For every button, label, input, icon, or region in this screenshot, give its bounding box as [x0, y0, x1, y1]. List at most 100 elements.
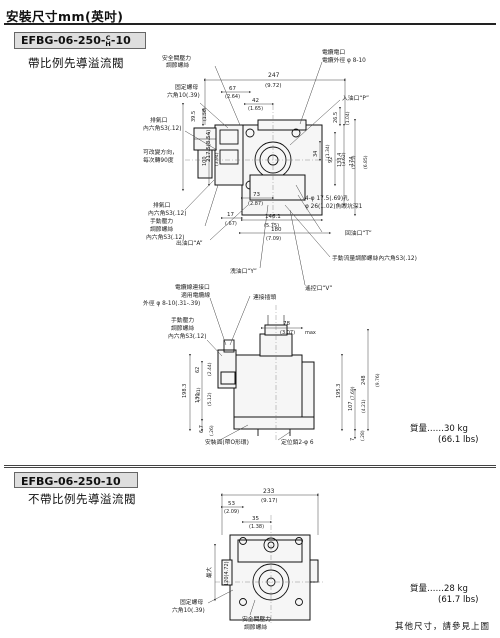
- callout-manual-b: 手動壓力: [171, 316, 194, 324]
- dim-62-in: (2.44): [207, 362, 213, 376]
- section2-weight-line1: 質量……28 kg: [410, 584, 468, 594]
- callout-manual-b-2: 調節螺絲: [171, 324, 194, 332]
- callout-manual-2: 調節螺絲: [150, 225, 173, 233]
- dim-247: 247: [268, 72, 280, 79]
- callout-fixing-nut-2: 六角10(.39): [167, 91, 200, 99]
- page-title: 安裝尺寸mm(英吋): [6, 9, 124, 24]
- dim-233-in: (9.17): [261, 498, 278, 504]
- callout-fixing-nut: 固定螺母: [175, 83, 198, 91]
- footer-note: 其他尺寸，請參見上圖: [394, 622, 490, 632]
- section2-drawing: 233 (9.17) 53 (2.09) 35 (1.38) 最大 120(4.…: [172, 488, 325, 631]
- callout-safety-valve: 安全閥壓力: [162, 54, 191, 62]
- section1-model-prefix: EFBG-06-250-: [21, 34, 106, 47]
- section2-model-label: EFBG-06-250-10: [14, 472, 138, 488]
- dim-133-4: 133.4: [337, 153, 343, 167]
- callout-fixing-nut2-2: 六角10(.39): [172, 606, 205, 614]
- dim-248-in: (9.76): [375, 373, 381, 387]
- dim-180: 180: [271, 227, 282, 233]
- dim-39-5-in: (1.56): [202, 107, 208, 121]
- dim-130: 130: [195, 393, 201, 403]
- callout-bolt-2: φ 26(1.02)魚眼坑深1: [305, 202, 363, 210]
- dim-max: max: [305, 330, 316, 336]
- callout-bolt: 4-φ 17.5(.69)孔: [305, 194, 349, 202]
- dim-67: 67: [229, 86, 236, 92]
- dim-100: 100: [202, 156, 208, 166]
- dim-130-in: (5.12): [207, 392, 213, 406]
- dim-34-in: (1.34): [325, 144, 331, 158]
- section1-weight: 質量……30 kg (66.1 lbs): [410, 424, 478, 446]
- dim-42: 42: [252, 98, 259, 104]
- dim-92: 92: [328, 157, 334, 163]
- callout-return-t: 回油口“T”: [345, 229, 372, 237]
- callout-vent: 排氣口: [150, 116, 168, 124]
- callout-elec-port-2: 電纜外徑 φ 8-10: [322, 56, 366, 64]
- callout-conn-2: 適用電纜線: [181, 291, 210, 299]
- dim-35-in: (1.38): [249, 524, 264, 530]
- dim-248: 248: [361, 375, 367, 385]
- dim-107-in: (4.21): [361, 399, 367, 413]
- side-view-drawing: 78 (3.07) max 198.3 (7.81) 62 (2.44) 130…: [143, 283, 381, 446]
- callout-max-2: 120(4.72): [224, 561, 230, 586]
- bolt-hole: [245, 128, 255, 138]
- dim-53-in: (2.09): [224, 509, 239, 515]
- dim-67-in: (2.64): [225, 94, 240, 100]
- callout-vent-b: 排氣口: [153, 201, 171, 209]
- callout-vent-2: 內六角S3(.12): [143, 124, 182, 132]
- section2-weight: 質量……28 kg (61.7 lbs): [410, 584, 478, 606]
- callout-max: 最大: [205, 566, 213, 578]
- bolt-hole-s2: [239, 537, 247, 545]
- callout-safety-valve-2: 調節螺絲: [166, 61, 189, 69]
- callout-manual-3: 內六角S3(.12): [146, 233, 185, 241]
- callout-rotate-2: 每次轉90度: [143, 156, 174, 164]
- callout-drain-y: 洩油口“Y”: [230, 267, 257, 275]
- bolt-hole-s2: [239, 598, 247, 606]
- dim-73: 73: [253, 192, 260, 198]
- callout-conn-3: 外徑 φ 8-10(.31-.39): [143, 299, 200, 307]
- dim-100-in: (3.94): [214, 152, 220, 166]
- bolt-hole-s2: [295, 598, 303, 606]
- dim-198-3-in: (7.81): [196, 387, 202, 401]
- callout-manual-flow: 手動流量調節螺絲內六角S3(.12): [332, 254, 417, 262]
- callout-manual: 手動壓力: [150, 217, 173, 225]
- section2-weight-line2: (61.7 lbs): [438, 595, 479, 605]
- callout-inlet-p: 入油口“P”: [342, 94, 369, 102]
- dim-78: 78: [283, 321, 290, 327]
- section1-model-stack-bottom: H: [105, 40, 111, 48]
- section1-subtitle: 帶比例先導溢流閥: [28, 56, 124, 70]
- bolt-hole-s2: [295, 537, 303, 545]
- dim-6-7-in: (.26): [209, 425, 215, 436]
- dim-174-in: (6.85): [363, 155, 369, 169]
- callout-fixing-nut2: 固定螺母: [180, 598, 203, 606]
- dim-17: 17: [227, 212, 234, 218]
- dim-195-3-in: (7.69): [350, 386, 356, 400]
- dim-78-in: (3.07): [280, 330, 295, 336]
- dim-39-5: 39.5: [191, 111, 197, 122]
- section1-weight-line1: 質量……30 kg: [410, 424, 468, 434]
- top-view-drawing: 247 (9.72) 67 (2.64) 42 (1.65) 217.5(8.5…: [143, 48, 417, 292]
- callout-conn: 電纜線連接口: [175, 283, 210, 291]
- dim-146-1: 146.1: [265, 214, 281, 220]
- callout-safety2-2: 調節螺絲: [244, 623, 267, 631]
- dim-233: 233: [263, 488, 275, 495]
- callout-jumper: 連接插頭: [253, 293, 276, 301]
- dim-180-in: (7.09): [266, 236, 281, 242]
- dim-7: 7: [350, 438, 356, 441]
- dim-7-in: (.28): [360, 430, 366, 441]
- callout-rotate: 可改變方向，: [143, 148, 178, 156]
- section2-subtitle: 不帶比例先導溢流閥: [28, 492, 136, 506]
- header-rule: [4, 23, 496, 25]
- dim-198-3: 198.3: [182, 384, 188, 398]
- dim-53: 53: [228, 501, 235, 507]
- dim-247-in: (9.72): [265, 83, 282, 89]
- callout-outlet-a: 出油口“A”: [176, 239, 203, 247]
- dim-146-1-in: (5.75): [264, 223, 279, 229]
- section1-model-stack-top: C: [105, 34, 111, 42]
- dim-42-in: (1.65): [248, 106, 263, 112]
- callout-remote-v: 遙控口“V”: [305, 284, 332, 292]
- callout-safety2: 安全閥壓力: [242, 615, 271, 623]
- main-body-side: [233, 354, 303, 418]
- callout-elec-port: 電纜電口: [322, 48, 345, 56]
